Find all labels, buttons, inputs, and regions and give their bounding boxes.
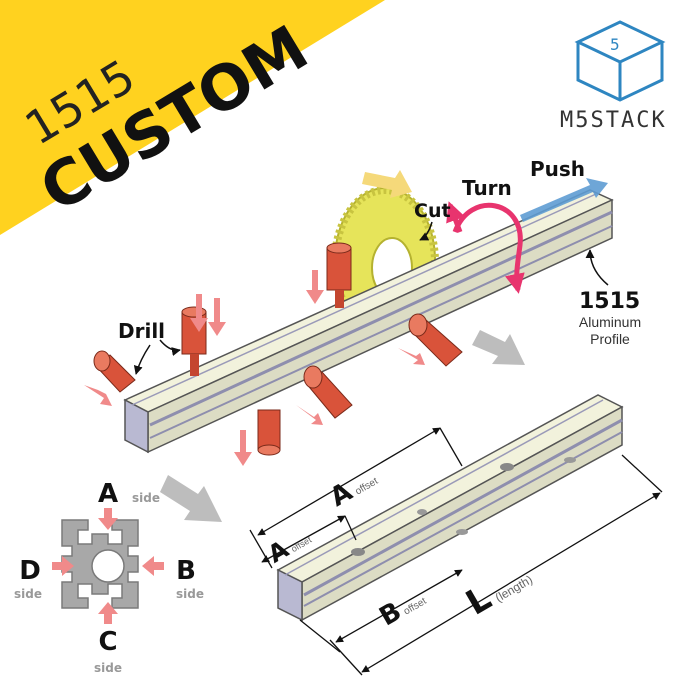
blade-feed-arrow-icon xyxy=(362,170,412,198)
side-a-word: side xyxy=(132,491,160,505)
hole-side-1 xyxy=(456,529,468,535)
cross-section: A side B side C side D side xyxy=(14,479,204,675)
dim-l-letter: L xyxy=(459,578,498,623)
side-c-word: side xyxy=(94,661,122,675)
m5stack-logo: 5 M5STACK xyxy=(560,20,667,133)
machining-scene xyxy=(84,170,614,522)
hole-a-2 xyxy=(500,463,514,471)
feed-arrows xyxy=(84,270,425,466)
turn-arrow-back-icon xyxy=(446,201,465,233)
dimension-lines xyxy=(249,427,663,676)
dim-a-sub: offset xyxy=(353,476,380,498)
brand-name: M5STACK xyxy=(560,108,667,133)
side-arrows xyxy=(52,508,164,624)
side-d-word: side xyxy=(14,587,42,601)
upper-rail xyxy=(123,189,614,454)
profile-line2: Profile xyxy=(590,331,630,347)
side-b-word: side xyxy=(176,587,204,601)
push-label: Push xyxy=(530,157,585,181)
drill-label: Drill xyxy=(118,319,165,343)
hole-a-1 xyxy=(351,548,365,556)
drill-top-middle xyxy=(326,242,352,308)
drill-right-side xyxy=(408,313,463,367)
drill-pointer-2-icon xyxy=(133,344,151,375)
turn-arrow-icon xyxy=(452,202,525,294)
dim-b-letter: B xyxy=(375,597,407,633)
side-d-letter: D xyxy=(19,556,41,586)
drill-left-side xyxy=(93,350,136,393)
lower-rail xyxy=(276,394,624,622)
direction-arrow-right-icon xyxy=(472,330,525,365)
cut-label: Cut xyxy=(414,200,451,222)
banner-triangle xyxy=(0,0,385,235)
hole-b-1 xyxy=(417,509,427,515)
side-c-letter: C xyxy=(98,627,117,657)
profile-cross-section-icon xyxy=(61,519,139,609)
dim-a-letter: A xyxy=(325,477,357,513)
dim-b-sub: offset xyxy=(402,596,429,618)
corner-banner: 1515 CUSTOM xyxy=(0,0,385,235)
svg-text:5: 5 xyxy=(610,35,620,54)
turn-label: Turn xyxy=(462,176,512,200)
drill-pointer-icon xyxy=(159,339,181,356)
cut-pointer-icon xyxy=(419,221,433,241)
dim-l-sub: (length) xyxy=(493,572,535,604)
side-a-letter: A xyxy=(98,479,118,509)
m5stack-cube-icon: 5 xyxy=(574,20,666,102)
drill-front-middle xyxy=(303,365,353,419)
profile-size: 1515 xyxy=(579,289,640,314)
drill-bottom xyxy=(257,409,281,456)
push-arrow-icon xyxy=(520,178,608,222)
profile-line1: Aluminum xyxy=(579,314,641,330)
hole-side-2 xyxy=(564,457,576,463)
dim-a2-sub: offset xyxy=(289,534,313,554)
side-b-letter: B xyxy=(176,556,196,586)
direction-arrow-down-icon xyxy=(160,475,222,522)
profile-pointer-icon xyxy=(585,249,609,286)
